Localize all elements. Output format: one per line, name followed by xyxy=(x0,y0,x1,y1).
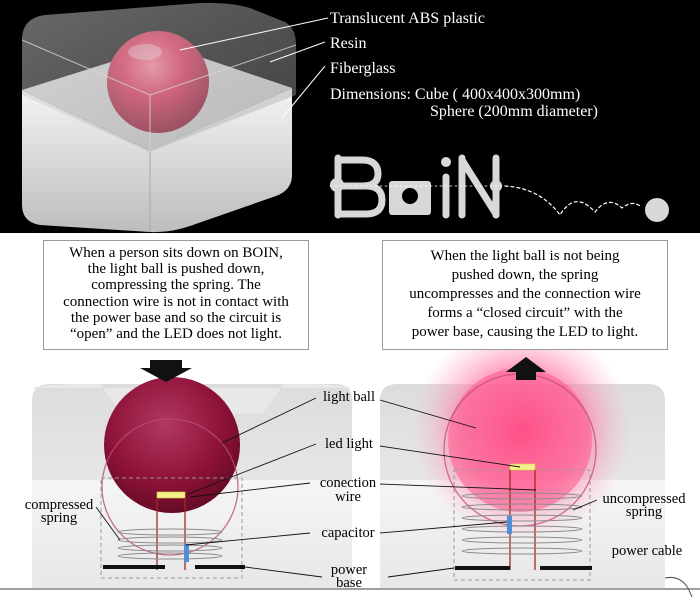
callout-off-line: the light ball is pushed down, xyxy=(87,261,265,278)
label-power: power xyxy=(330,562,368,578)
callout-on-line: forms a “closed circuit” with the xyxy=(427,305,623,321)
label-led-light: led light xyxy=(325,436,373,452)
callout-off-line: connection wire is not in contact with xyxy=(63,293,289,310)
label-capacitor: capacitor xyxy=(321,525,375,541)
arrow-down xyxy=(140,360,192,382)
boin-logo xyxy=(329,154,669,222)
label-resin: Resin xyxy=(330,35,367,52)
callout-off-line: the power base and so the circuit is xyxy=(70,309,282,326)
label-light-ball: light ball xyxy=(323,389,375,405)
label-translucent-abs: Translucent ABS plastic xyxy=(330,10,485,27)
callout-on-line: uncompresses and the connection wire xyxy=(409,286,641,302)
label-dimensions-line1: Dimensions: Cube ( 400x400x300mm) xyxy=(330,86,581,103)
callout-off-line: “open” and the LED does not light. xyxy=(69,326,283,343)
label-fiberglass: Fiberglass xyxy=(330,60,396,77)
label-compressed: compressed xyxy=(24,497,94,513)
diagram-off xyxy=(32,377,352,588)
diagram-on xyxy=(380,320,693,598)
label-wire: wire xyxy=(335,489,361,505)
callout-off: When a person sits down on BOIN, the lig… xyxy=(43,240,309,350)
label-power-cable: power cable xyxy=(611,543,683,559)
label-base: base xyxy=(336,575,362,591)
callout-off-line: When a person sits down on BOIN, xyxy=(69,245,283,261)
label-compressed-spring: spring xyxy=(40,510,78,526)
label-connection: conection xyxy=(319,475,377,491)
arrow-up xyxy=(506,357,546,380)
callout-on-line: When the light ball is not being xyxy=(430,248,620,264)
callout-on-line: pushed down, the spring xyxy=(451,267,599,283)
label-uncompressed-spring: spring xyxy=(625,504,663,520)
callout-off-line: compressing the spring. The xyxy=(91,277,261,294)
cube-illustration xyxy=(21,2,329,233)
callout-on-line: power base, causing the LED to light. xyxy=(411,324,639,340)
label-uncompressed: uncompressed xyxy=(602,491,686,507)
label-dimensions-line2: Sphere (200mm diameter) xyxy=(430,103,598,120)
callout-on: When the light ball is not being pushed … xyxy=(382,240,668,350)
